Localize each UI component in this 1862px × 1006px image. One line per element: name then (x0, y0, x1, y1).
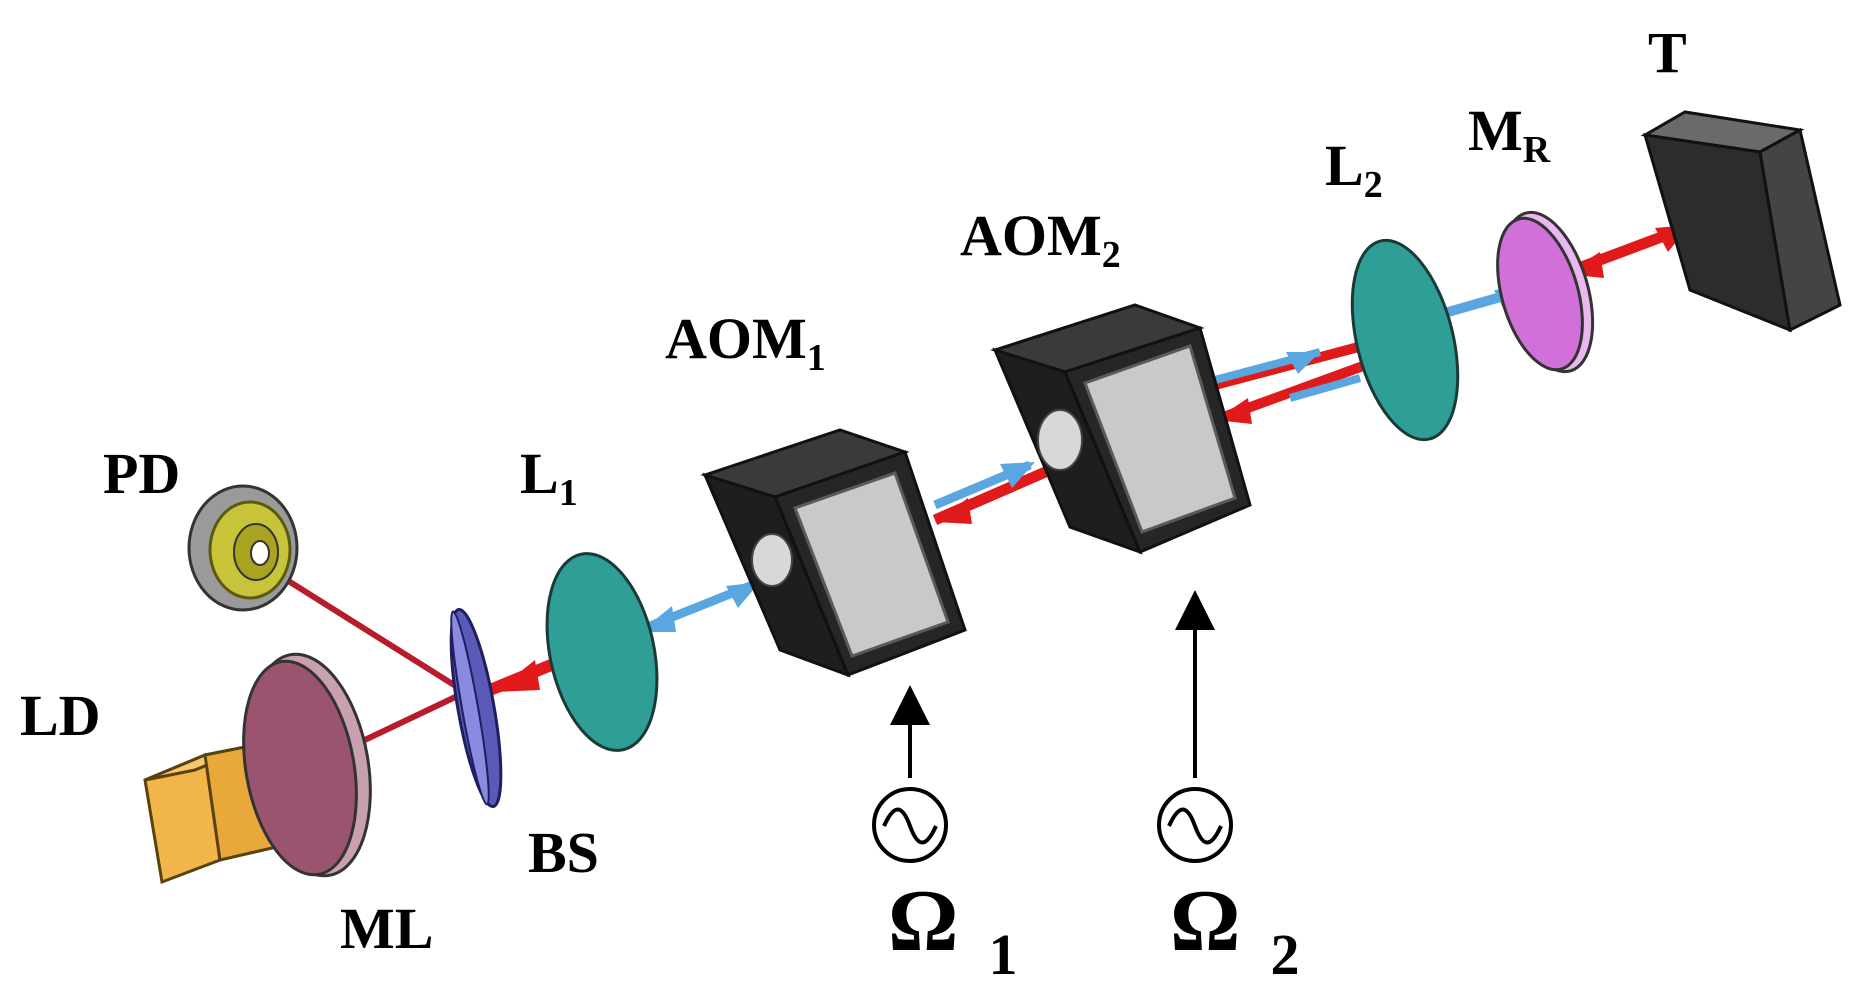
lens-l1-face (530, 543, 673, 760)
beam-arrowhead (495, 660, 540, 692)
photodiode (189, 486, 297, 610)
label-l1-main: L (520, 441, 559, 506)
lens-l1 (530, 543, 673, 760)
label-l2-sub: 2 (1364, 164, 1383, 206)
label-aom2: AOM2 (960, 203, 1121, 276)
aom2-aperture (1038, 410, 1082, 470)
label-aom2-main: AOM (960, 203, 1102, 268)
beam-splitter (441, 606, 511, 809)
label-aom2-sub: 2 (1102, 234, 1121, 276)
photodiode-aperture (251, 541, 269, 565)
label-aom1-sub: 1 (807, 337, 826, 379)
rf-drive-1 (874, 705, 946, 861)
label-l2-main: L (1325, 133, 1364, 198)
label-pd: PD (103, 441, 180, 506)
lens-l2-face (1334, 229, 1477, 450)
label-ld: LD (20, 683, 101, 748)
sine-wave-source-icon (1159, 789, 1231, 861)
aom1 (705, 430, 965, 675)
label-l1: L1 (520, 441, 578, 514)
label-ml: ML (340, 896, 433, 961)
label-mr-sub: R (1523, 129, 1551, 171)
target (1645, 112, 1840, 330)
rf-drive-2 (1159, 610, 1231, 861)
label-omega2-sub: 2 (1270, 922, 1299, 987)
label-l1-sub: 1 (559, 472, 578, 514)
label-mr: MR (1468, 98, 1551, 171)
label-omega2-main: Ω (1170, 873, 1240, 970)
sine-wave-source-icon (874, 789, 946, 861)
label-l2: L2 (1325, 133, 1383, 206)
aom1-aperture (752, 534, 792, 586)
label-omega1-sub: 1 (988, 922, 1017, 987)
label-omega1-main: Ω (888, 873, 958, 970)
aom2 (995, 305, 1250, 552)
label-mr-main: M (1468, 98, 1523, 163)
reference-mirror (1482, 202, 1609, 382)
label-t: T (1648, 20, 1687, 85)
label-bs: BS (528, 820, 599, 885)
label-aom1-main: AOM (665, 306, 807, 371)
label-aom1: AOM1 (665, 306, 826, 379)
lens-l2 (1334, 229, 1477, 450)
